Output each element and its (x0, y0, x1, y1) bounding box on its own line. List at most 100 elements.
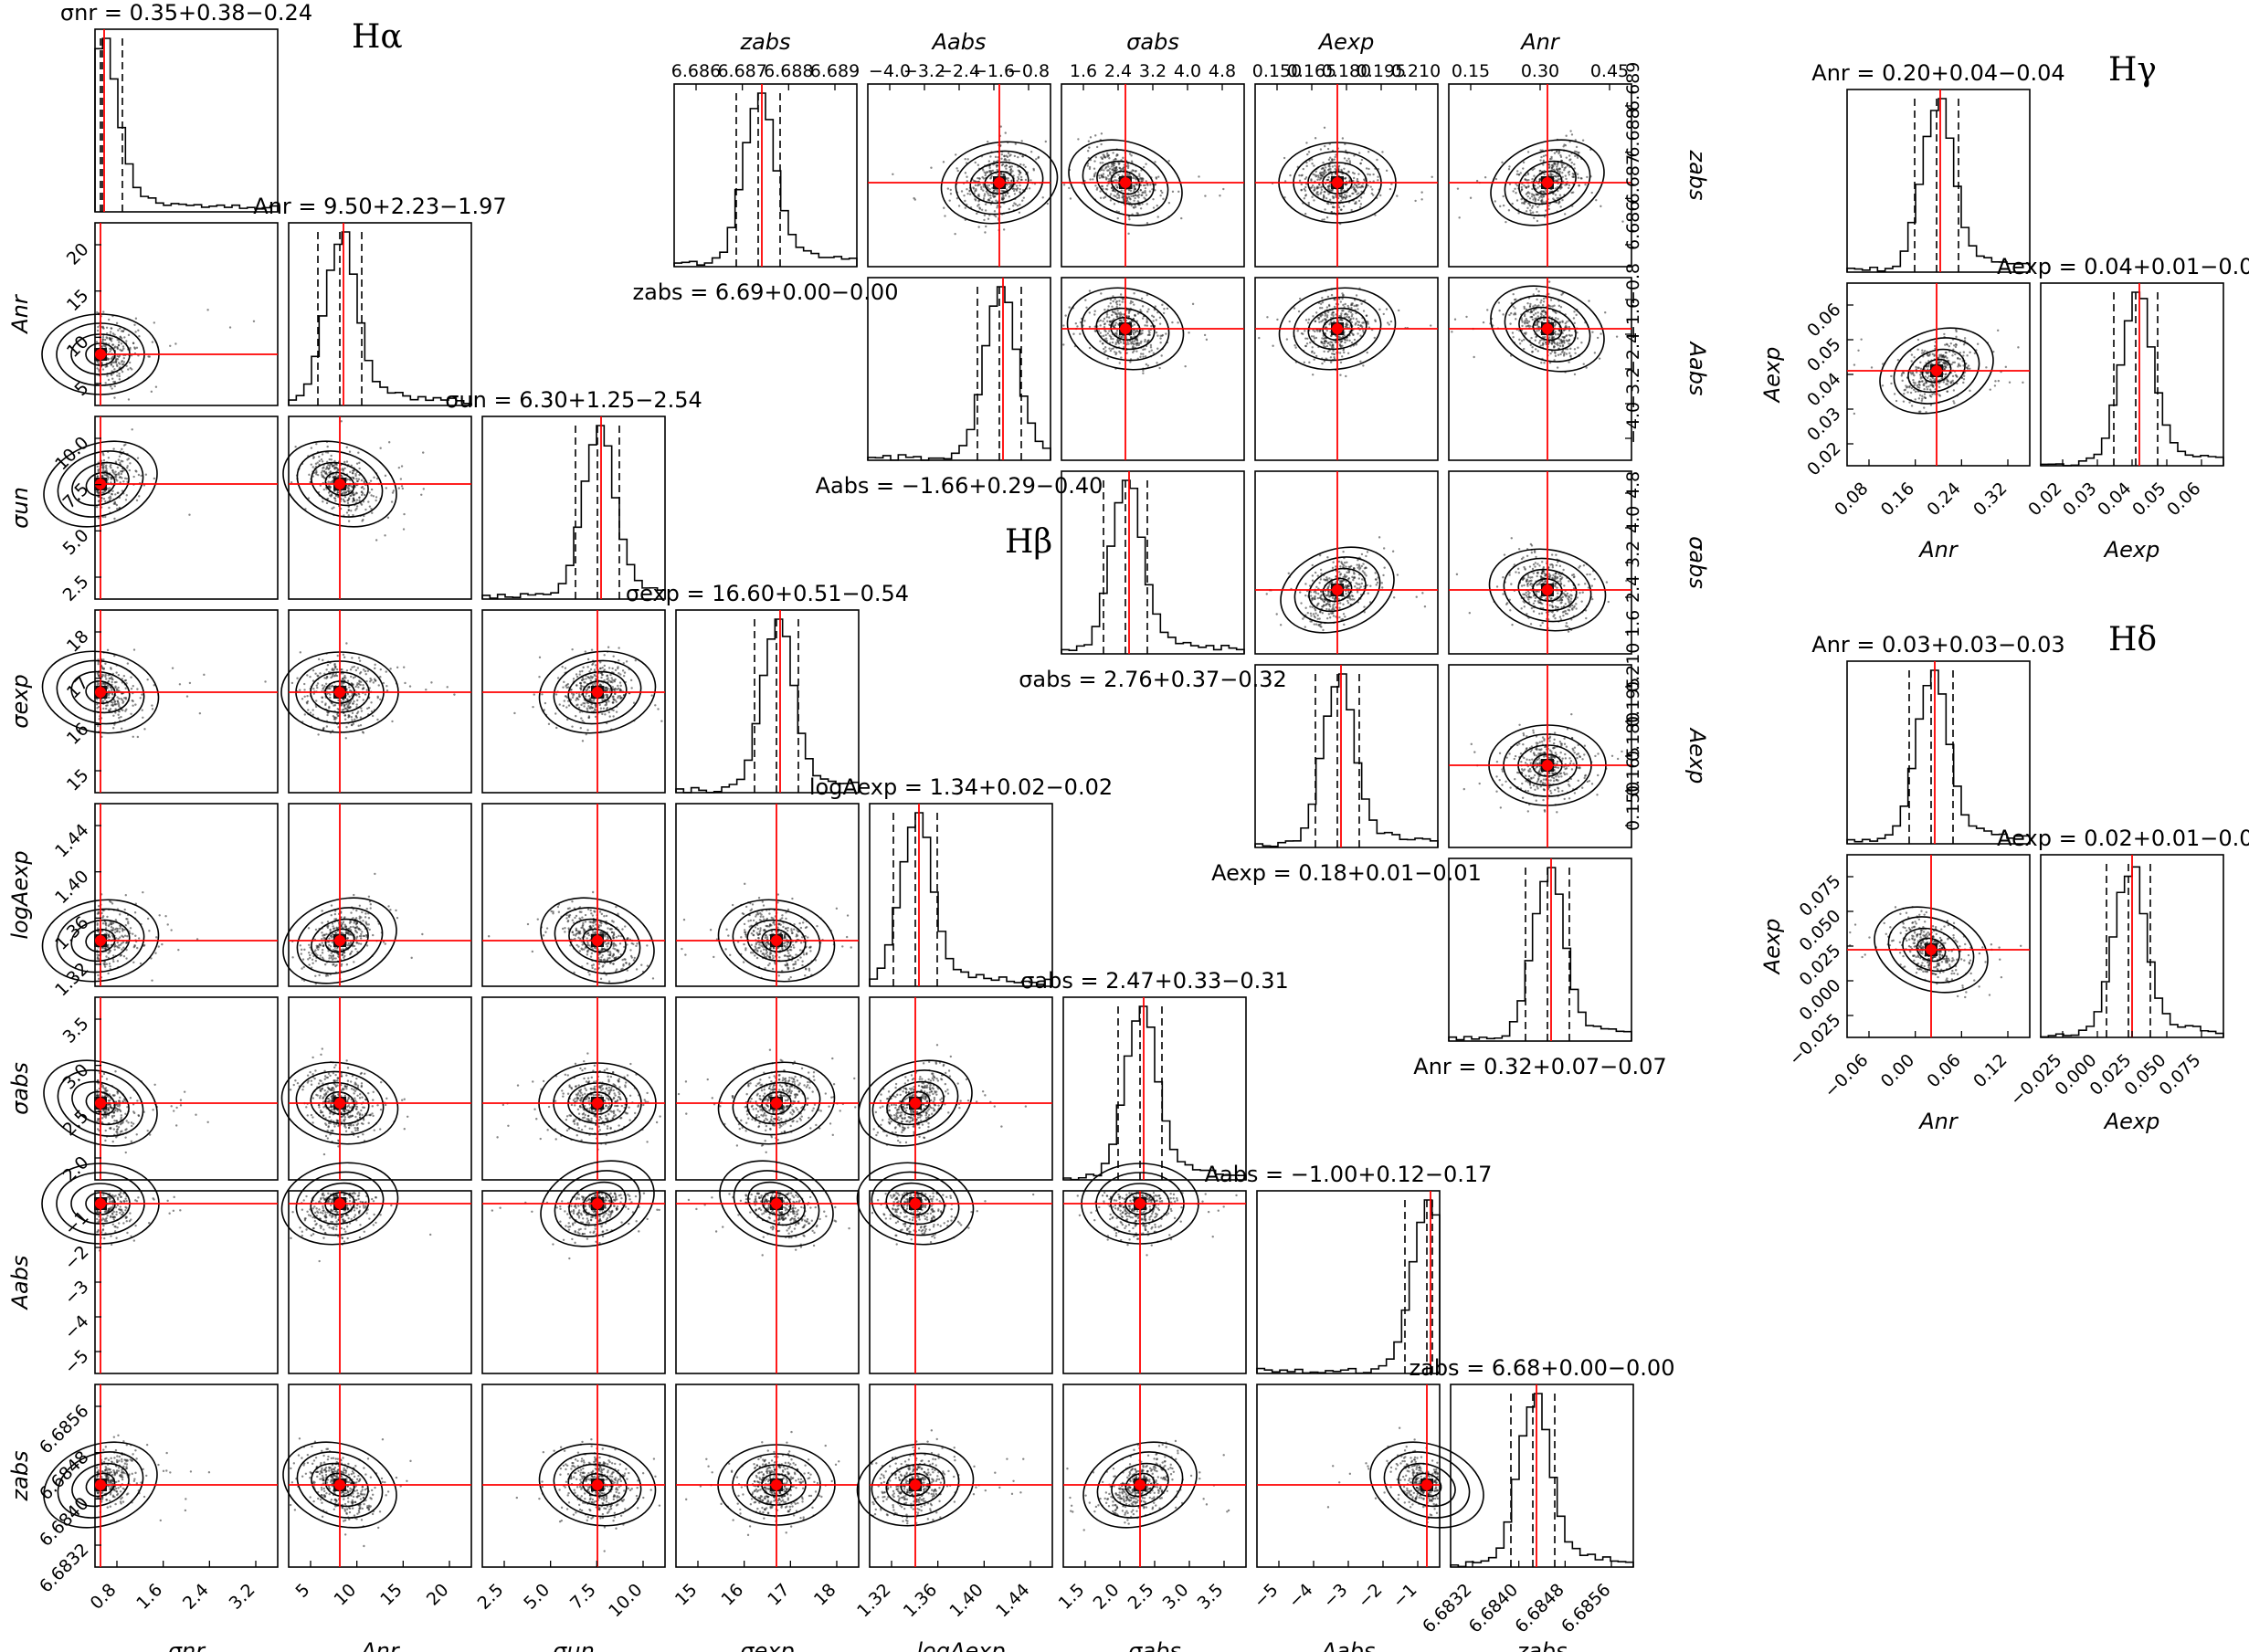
sample-point (590, 699, 593, 702)
sample-point (367, 1121, 370, 1125)
sample-point (129, 1097, 132, 1100)
sample-point (768, 955, 771, 959)
sample-point (589, 679, 593, 682)
sample-point (400, 465, 404, 468)
sample-point (373, 1129, 375, 1131)
sample-point (612, 1110, 616, 1112)
sample-point (355, 703, 358, 706)
sample-point (198, 711, 202, 715)
sample-point (357, 451, 360, 454)
sample-point (598, 1129, 602, 1131)
sample-point (350, 716, 354, 719)
sample-point (112, 714, 115, 717)
sample-point (591, 914, 595, 917)
sample-point (577, 706, 581, 710)
panel-frame (675, 996, 860, 1181)
sample-point (143, 728, 146, 731)
sample-point (385, 689, 389, 692)
sample-point (585, 678, 587, 680)
parameter-summary: logAexp = 1.34+0.02−0.02 (809, 774, 1113, 800)
sample-point (354, 718, 356, 721)
sample-point (554, 1138, 557, 1141)
sample-point (360, 1082, 364, 1085)
sample-point (345, 1059, 348, 1062)
sample-point (362, 668, 365, 671)
sample-point (321, 1047, 323, 1050)
sample-point (566, 1092, 570, 1095)
sample-point (571, 931, 574, 933)
sample-point (106, 648, 110, 652)
sample-point (759, 927, 762, 930)
sample-point (343, 656, 346, 658)
sample-point (360, 490, 364, 493)
sample-point (577, 1084, 580, 1087)
sample-point (311, 1121, 314, 1124)
sample-point (772, 1124, 775, 1127)
sample-point (121, 701, 124, 704)
sample-point (322, 933, 326, 937)
sample-point (314, 960, 318, 963)
sample-point (363, 479, 366, 483)
sample-point (575, 914, 578, 918)
sample-point (348, 715, 351, 718)
sample-point (122, 480, 125, 483)
sample-point (329, 934, 333, 938)
sample-point (397, 466, 401, 469)
sample-point (303, 682, 306, 686)
sample-point (603, 654, 606, 657)
sample-point (379, 447, 382, 449)
sample-point (326, 974, 330, 977)
sample-point (136, 735, 140, 739)
sample-point (352, 469, 354, 472)
sample-point (303, 713, 306, 716)
sample-point (587, 704, 590, 708)
y-tick-label: 16 (63, 719, 93, 749)
sample-point (331, 685, 333, 688)
sample-point (782, 1123, 785, 1126)
sample-point (345, 446, 348, 449)
sample-point (316, 473, 320, 477)
sample-point (593, 673, 597, 677)
sample-point (358, 473, 361, 477)
sample-point (353, 700, 355, 703)
sample-point (804, 974, 807, 977)
y-axis-label: σabs (7, 1062, 33, 1115)
sample-point (604, 704, 607, 707)
sample-point (101, 916, 104, 920)
sample-point (343, 676, 346, 679)
sample-point (768, 1085, 772, 1088)
sample-point (330, 904, 333, 907)
sample-point (350, 510, 353, 512)
sample-point (178, 683, 182, 686)
sample-point (532, 705, 534, 709)
sample-point (117, 471, 121, 475)
sample-point (100, 1117, 104, 1120)
sample-point (375, 499, 377, 502)
sample-point (183, 1090, 186, 1093)
sample-point (311, 709, 314, 711)
histogram-step (869, 812, 1053, 986)
sample-point (410, 956, 413, 960)
sample-point (572, 678, 575, 680)
sample-point (124, 1151, 127, 1154)
sample-point (752, 952, 755, 954)
sample-point (124, 1136, 127, 1139)
sample-point (607, 927, 609, 930)
sample-point (116, 1110, 119, 1112)
sample-point (369, 1113, 372, 1116)
sample-point (330, 454, 333, 458)
sample-point (106, 358, 110, 361)
sample-point (729, 953, 732, 956)
sample-point (109, 900, 111, 903)
sample-point (366, 669, 370, 672)
sample-point (768, 1048, 772, 1051)
sample-point (336, 1120, 339, 1122)
sample-point (101, 368, 105, 371)
sample-point (116, 374, 119, 377)
sample-point (228, 326, 232, 329)
sample-point (108, 677, 111, 680)
truth-marker (592, 1098, 603, 1109)
sample-point (575, 714, 577, 718)
sample-point (356, 710, 360, 713)
